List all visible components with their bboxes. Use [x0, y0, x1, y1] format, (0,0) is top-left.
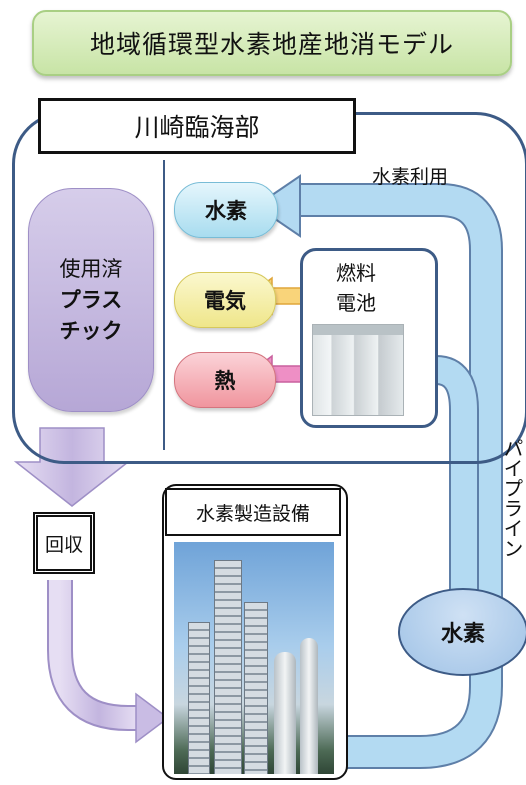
plastic-line-1: 使用済 [59, 256, 123, 281]
arrow-to-hydrogen [254, 174, 301, 238]
used-plastic-box: 使用済 プラス チック [28, 188, 154, 412]
hydrogen-source: 水素 [398, 588, 526, 676]
page-title: 地域循環型水素地産地消モデル [32, 10, 512, 76]
electricity-output: 電気 [174, 272, 276, 328]
heat-output: 熱 [174, 352, 276, 408]
hydrogen-usage-label: 水素利用 [372, 166, 449, 188]
plastic-line-3: チック [59, 318, 123, 343]
fuel-cell-label: 燃料 電池 [300, 258, 412, 318]
fuel-cell-image [312, 324, 404, 416]
plastic-line-2: プラス [59, 287, 123, 312]
region-divider [163, 160, 165, 450]
production-facility-photo [174, 542, 334, 774]
recovery-box: 回収 [33, 512, 95, 574]
fuel-cell-line-2: 電池 [336, 291, 376, 315]
fuel-cell-line-1: 燃料 [336, 261, 376, 285]
hydrogen-output: 水素 [174, 182, 278, 238]
production-facility-label: 水素製造設備 [165, 488, 341, 536]
pipeline-label: パイプライン [500, 438, 524, 558]
region-label: 川崎臨海部 [38, 98, 356, 154]
